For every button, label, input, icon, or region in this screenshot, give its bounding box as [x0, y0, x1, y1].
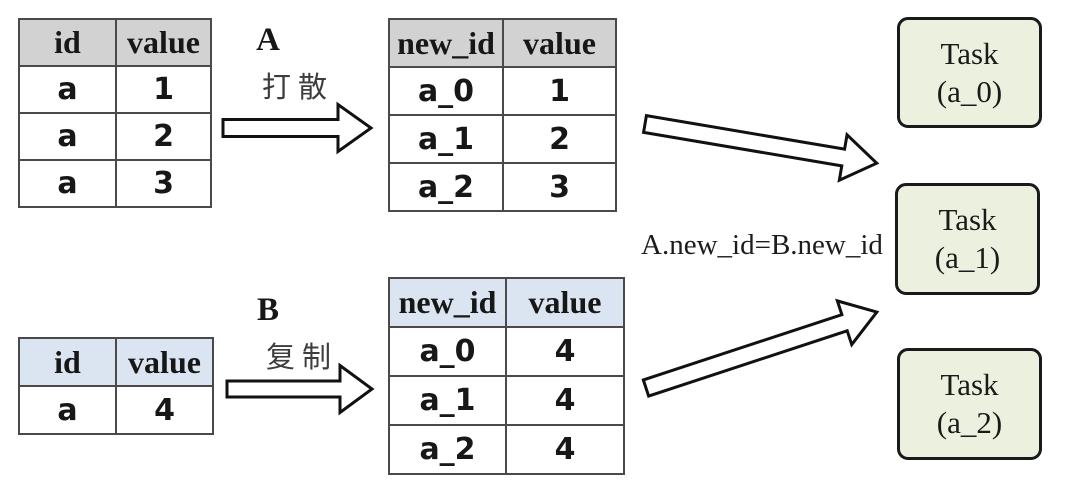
- cell-value: 4: [505, 326, 625, 377]
- column-header-id: id: [18, 18, 117, 67]
- cell-value: 1: [115, 65, 212, 114]
- cell-id: a: [18, 159, 117, 208]
- column-header-value: value: [505, 277, 625, 328]
- cell-value: 2: [502, 114, 617, 164]
- cell-new-id: a_1: [388, 114, 504, 164]
- task-subtitle: (a_1): [934, 240, 1001, 275]
- task-box-a0: Task (a_0): [897, 17, 1042, 128]
- join-input-b-arrow-icon: [641, 298, 880, 398]
- cell-value: 4: [505, 375, 625, 426]
- task-title: Task: [940, 35, 999, 71]
- table-row: a_0 4: [388, 326, 625, 377]
- column-header-value: value: [502, 18, 617, 68]
- column-header-id: id: [18, 337, 117, 387]
- cell-new-id: a_2: [388, 424, 507, 475]
- cell-id: a: [18, 112, 117, 161]
- join-input-a-arrow-icon: [641, 113, 880, 183]
- table-b-source: id value a 4: [18, 337, 214, 435]
- task-title: Task: [940, 367, 999, 402]
- table-row: a 1: [18, 65, 212, 114]
- scatter-arrow-icon: [221, 101, 374, 155]
- table-row: a 3: [18, 159, 212, 208]
- task-title: Task: [938, 202, 997, 237]
- column-header-value: value: [115, 337, 214, 387]
- table-row: a_0 1: [388, 66, 617, 116]
- cell-new-id: a_0: [388, 326, 507, 377]
- table-b-replicated: new_id value a_0 4 a_1 4 a_2 4: [388, 277, 625, 475]
- cell-value: 3: [502, 162, 617, 212]
- table-a-salted: new_id value a_0 1 a_1 2 a_2 3: [388, 18, 617, 212]
- cell-new-id: a_1: [388, 375, 507, 426]
- column-header-value: value: [115, 18, 212, 67]
- table-b-label: B: [256, 292, 279, 328]
- cell-new-id: a_0: [388, 66, 504, 116]
- cell-value: 2: [115, 112, 212, 161]
- table-row: a_1 4: [388, 375, 625, 426]
- task-subtitle: (a_2): [936, 405, 1003, 440]
- task-box-a2: Task (a_2): [897, 348, 1042, 460]
- cell-value: 4: [505, 424, 625, 475]
- table-header-row: new_id value: [388, 277, 625, 328]
- column-header-new-id: new_id: [388, 277, 507, 328]
- replicate-operation-label: 复制: [265, 342, 338, 374]
- cell-id: a: [18, 385, 117, 435]
- cell-id: a: [18, 65, 117, 114]
- scatter-operation-label: 打散: [261, 72, 334, 104]
- table-a-source: id value a 1 a 2 a 3: [18, 18, 212, 208]
- table-row: a_2 4: [388, 424, 625, 475]
- table-header-row: new_id value: [388, 18, 617, 68]
- join-condition-label: A.new_id=B.new_id: [641, 229, 883, 261]
- cell-value: 1: [502, 66, 617, 116]
- task-subtitle: (a_0): [936, 73, 1003, 109]
- task-box-a1: Task (a_1): [895, 183, 1040, 295]
- cell-value: 4: [115, 385, 214, 435]
- table-row: a 4: [18, 385, 214, 435]
- table-row: a_2 3: [388, 162, 617, 212]
- cell-new-id: a_2: [388, 162, 504, 212]
- table-row: a 2: [18, 112, 212, 161]
- table-a-label: A: [256, 22, 280, 58]
- cell-value: 3: [115, 159, 212, 208]
- table-header-row: id value: [18, 337, 214, 387]
- table-header-row: id value: [18, 18, 212, 67]
- table-row: a_1 2: [388, 114, 617, 164]
- column-header-new-id: new_id: [388, 18, 504, 68]
